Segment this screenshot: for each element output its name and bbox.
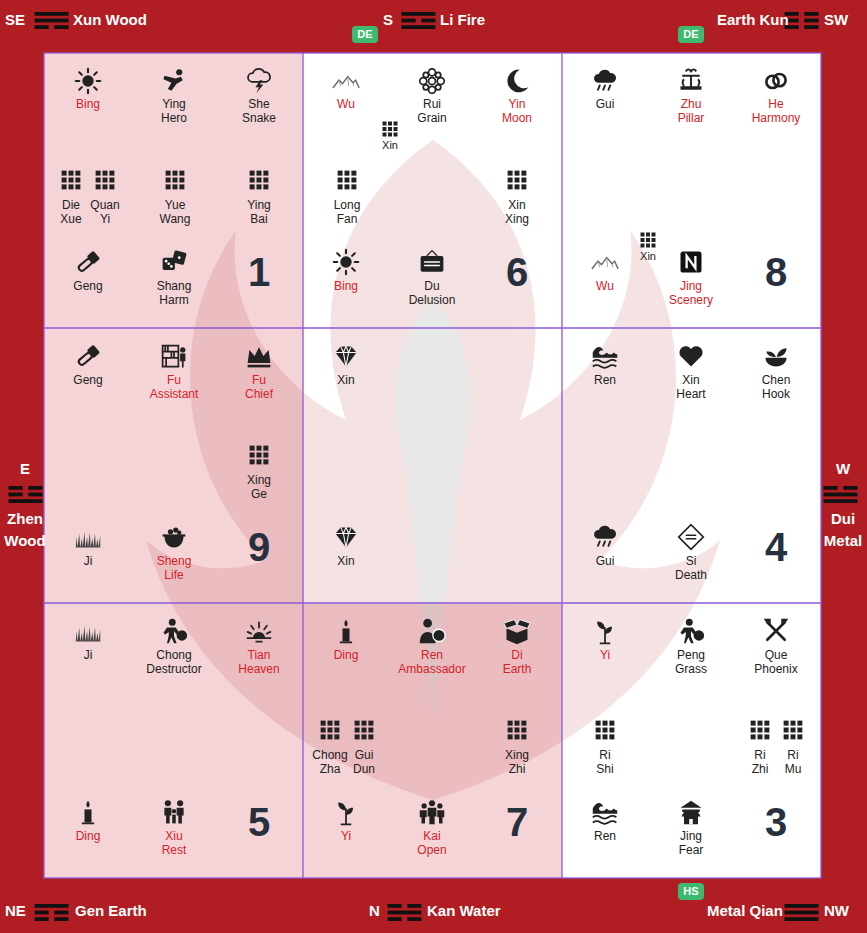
status-badge: DE	[352, 26, 377, 43]
cell-label: Xing Zhi	[505, 748, 529, 776]
palace-number: 3	[765, 798, 787, 846]
cell-label: Du Delusion	[409, 279, 456, 307]
cell-label: Xin	[382, 139, 398, 152]
cell-label: Xin	[337, 554, 354, 568]
cell-label: Geng	[73, 373, 102, 387]
cell-label: Wu	[337, 97, 355, 111]
palace-number: 7	[506, 798, 528, 846]
cell-label: Fu Chief	[245, 373, 273, 401]
cell-label: Die Xue	[60, 198, 81, 226]
cell-label: Xin	[640, 250, 656, 263]
palace-cell: Ren Xin Heart Chen HookGui Si Death 4	[562, 328, 821, 603]
palace-number: 5	[248, 798, 270, 846]
cell-label: Bing	[334, 279, 358, 293]
cell-label: Xing Ge	[247, 473, 271, 501]
cell-label: Gui Dun	[353, 748, 375, 776]
cell-label: She Snake	[242, 97, 276, 125]
palace-cell: Ji Chong Destructor Tian HeavenDing Xiu Res…	[44, 603, 303, 878]
cell-label: Ri Zhi	[752, 748, 769, 776]
direction-label: E	[20, 458, 30, 480]
direction-label: NW	[824, 902, 849, 920]
cell-label: Geng	[73, 279, 102, 293]
cell-label: Bing	[76, 97, 100, 111]
cell-label: Peng Grass	[675, 648, 707, 676]
direction-label: W	[836, 458, 850, 480]
badge-text: DE	[357, 28, 372, 40]
cell-label: Fu Assistant	[150, 373, 199, 401]
direction-label: Earth Kun	[717, 11, 789, 29]
palace-number: 1	[248, 248, 270, 296]
cell-label: Yue Wang	[160, 198, 191, 226]
palace-cell: XinXin	[303, 328, 562, 603]
cell-label: Long Fan	[334, 198, 361, 226]
badge-text: HS	[683, 885, 698, 897]
cell-label: Gui	[596, 97, 615, 111]
cell-label: Xin	[337, 373, 354, 387]
palace-number: 6	[506, 248, 528, 296]
cell-label: Xin Xing	[505, 198, 529, 226]
cell-label: Ren	[594, 829, 616, 843]
cell-label: Ying Bai	[247, 198, 271, 226]
cell-label: Que Phoenix	[754, 648, 797, 676]
direction-label: NE	[5, 902, 26, 920]
cell-label: Ji	[84, 554, 93, 568]
status-badge: DE	[678, 26, 703, 43]
palace-cell: Bing Ying Hero She SnakeDie Xue Quan Yi Yue …	[44, 53, 303, 328]
cell-label: Rui Grain	[417, 97, 446, 125]
direction-label: Metal Qian	[707, 902, 783, 920]
cell-label: Ren Ambassador	[398, 648, 465, 676]
cell-label: Zhu Pillar	[678, 97, 705, 125]
palace-cell: Ding Ren Ambassador Di EarthChong Zha Gui D…	[303, 603, 562, 878]
direction-label: SW	[824, 11, 848, 29]
status-badge: HS	[678, 883, 703, 900]
cell-label: Gui	[596, 554, 615, 568]
cell-label: Kai Open	[417, 829, 446, 857]
cell-label: Ren	[594, 373, 616, 387]
direction-label: Li Fire	[440, 11, 485, 29]
palace-number: 4	[765, 523, 787, 571]
badge-text: DE	[683, 28, 698, 40]
cell-label: Chen Hook	[762, 373, 791, 401]
palace-number: 9	[248, 523, 270, 571]
cell-label: Quan Yi	[90, 198, 119, 226]
direction-label: N	[369, 902, 380, 920]
cell-label: Tian Heaven	[238, 648, 279, 676]
direction-label: SE	[5, 11, 25, 29]
palace-number: 8	[765, 248, 787, 296]
cell-label: Ying Hero	[161, 97, 187, 125]
cell-label: Chong Destructor	[146, 648, 201, 676]
cell-label: Yin Moon	[502, 97, 532, 125]
cell-label: Yi	[341, 829, 351, 843]
direction-label: Kan Water	[427, 902, 501, 920]
cell-label: He Harmony	[752, 97, 801, 125]
cell-label: Ri Shi	[596, 748, 613, 776]
cell-label: Wu	[596, 279, 614, 293]
palace-cell: Gui Zhu Pillar He HarmonyXinWu Jing Scenery…	[562, 53, 821, 328]
cell-label: Jing Fear	[679, 829, 704, 857]
cell-label: Xin Heart	[676, 373, 705, 401]
cell-label: Di Earth	[503, 648, 532, 676]
cell-label: Ding	[76, 829, 101, 843]
direction-label: Dui Metal	[824, 508, 862, 552]
direction-label: S	[383, 11, 393, 29]
cell-label: Chong Zha	[312, 748, 347, 776]
direction-label: Gen Earth	[75, 902, 147, 920]
cell-label: Sheng Life	[157, 554, 192, 582]
cell-label: Yi	[600, 648, 610, 662]
cell-label: Ji	[84, 648, 93, 662]
cell-label: Jing Scenery	[669, 279, 713, 307]
direction-label: Zhen Wood	[4, 508, 45, 552]
palace-cell: Geng Fu Assistant Fu ChiefXing Ge Ji Sheng L…	[44, 328, 303, 603]
cell-label: Shang Harm	[157, 279, 192, 307]
cell-label: Xiu Rest	[162, 829, 187, 857]
cell-label: Ri Mu	[785, 748, 802, 776]
palace-cell: Yi Peng Grass Que Phoenix Ri Shi Ri Zhi Ri Mu…	[562, 603, 821, 878]
direction-label: Xun Wood	[73, 11, 147, 29]
cell-label: Ding	[334, 648, 359, 662]
cell-label: Si Death	[675, 554, 707, 582]
palace-cell: Wu Rui Grain Yin MoonXinLong Fan Xin XingBi…	[303, 53, 562, 328]
